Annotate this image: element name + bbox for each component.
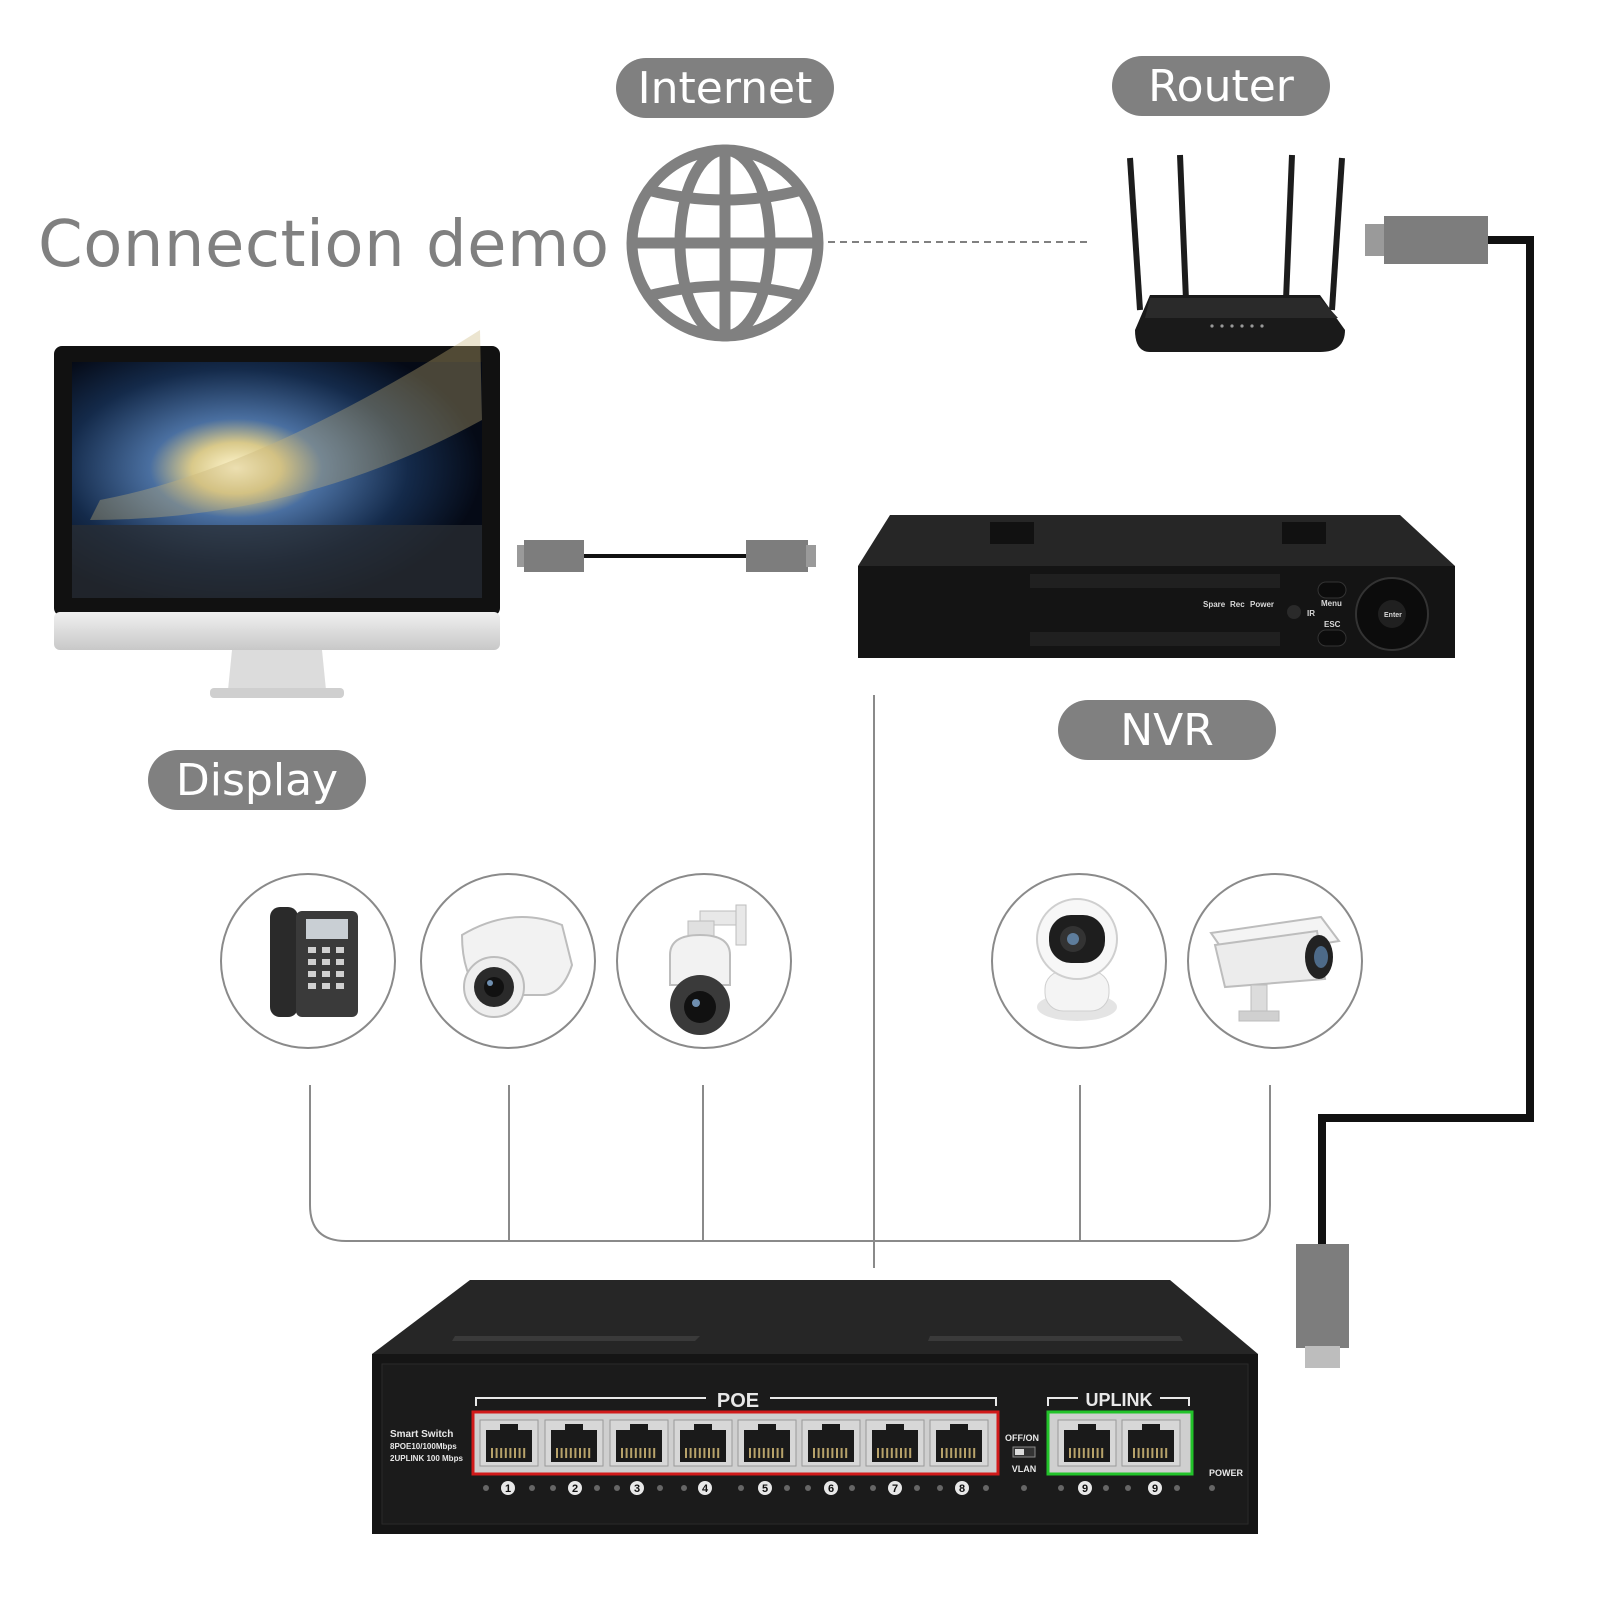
- port-status-led: [738, 1485, 744, 1491]
- port-status-led: [983, 1485, 989, 1491]
- port-status-led: [594, 1485, 600, 1491]
- uplink-cable: [1296, 216, 1534, 1368]
- port-number: 2: [572, 1483, 578, 1495]
- port-status-led: [937, 1485, 943, 1491]
- poe-bracket: [475, 1397, 997, 1406]
- poe-port[interactable]: [479, 1419, 539, 1467]
- bullet-camera-icon: [1209, 915, 1341, 1022]
- router-label: Router: [1112, 56, 1330, 116]
- switch-label-text: Smart Switch 8POE10/100Mbps 2UPLINK 100 …: [390, 1429, 463, 1463]
- ptz-camera-icon: [669, 904, 747, 1035]
- hdmi-cable: [517, 540, 816, 572]
- port-status-led: [1103, 1485, 1109, 1491]
- monitor-icon: [54, 330, 500, 698]
- vlan-top-label: OFF/ON: [1005, 1433, 1039, 1443]
- port-status-led: [681, 1485, 687, 1491]
- switch-port-leds: [483, 1485, 1180, 1491]
- nvr-label: NVR: [1058, 700, 1276, 760]
- port-number: 4: [702, 1483, 709, 1495]
- nvr-led-label: Spare: [1203, 600, 1226, 609]
- poe-port[interactable]: [737, 1419, 797, 1467]
- poe-port[interactable]: [544, 1419, 604, 1467]
- port-number: 3: [634, 1483, 640, 1495]
- port-status-led: [1174, 1485, 1180, 1491]
- device-dome-camera: [420, 873, 596, 1049]
- poe-port[interactable]: [609, 1419, 669, 1467]
- poe-port-numbers: 1 2 3 4 5 6 7 8: [501, 1481, 969, 1495]
- device-indoor-pan-tilt-camera: [991, 873, 1167, 1049]
- nvr-icon: [858, 515, 1455, 658]
- nvr-front-panel-labels: Spare Rec Power IR Menu ESC Enter: [1203, 599, 1402, 629]
- uplink-port[interactable]: [1121, 1419, 1181, 1467]
- port-status-led: [914, 1485, 920, 1491]
- nvr-esc-label: ESC: [1324, 620, 1341, 629]
- port-number: 6: [828, 1483, 834, 1495]
- power-label: POWER: [1209, 1468, 1244, 1478]
- poe-port[interactable]: [801, 1419, 861, 1467]
- port-number: 5: [762, 1483, 768, 1495]
- indoor-camera-icon: [1036, 898, 1118, 1021]
- vlan-bottom-label: VLAN: [1012, 1464, 1037, 1474]
- port-status-led: [529, 1485, 535, 1491]
- device-bullet-camera: [1187, 873, 1363, 1049]
- port-status-led: [483, 1485, 489, 1491]
- port-status-led: [614, 1485, 620, 1491]
- port-status-led: [657, 1485, 663, 1491]
- internet-globe-icon: [626, 144, 824, 342]
- switch-model-line2: 8POE10/100Mbps: [390, 1442, 457, 1451]
- device-ptz-camera: [616, 873, 792, 1049]
- internet-label: Internet: [616, 58, 834, 118]
- switch-model-line1: Smart Switch: [390, 1429, 453, 1440]
- switch-ports: [479, 1419, 1181, 1467]
- port-status-led: [870, 1485, 876, 1491]
- port-number: 7: [892, 1483, 898, 1495]
- uplink-label: UPLINK: [1086, 1390, 1153, 1410]
- vlan-toggle[interactable]: [1012, 1446, 1036, 1458]
- device-bus-lines: [309, 1085, 1271, 1242]
- router-icon: [1127, 154, 1345, 352]
- poe-port[interactable]: [673, 1419, 733, 1467]
- poe-label: POE: [717, 1390, 759, 1412]
- display-label: Display: [148, 750, 366, 810]
- port-status-led: [1058, 1485, 1064, 1491]
- power-led: [1209, 1485, 1215, 1491]
- nvr-ir-label: IR: [1307, 609, 1315, 618]
- uplink-bracket: [1047, 1397, 1190, 1406]
- ip-phone-icon: [270, 907, 358, 1017]
- port-status-led: [1125, 1485, 1131, 1491]
- nvr-led-label: Rec: [1230, 600, 1245, 609]
- nvr-menu-label: Menu: [1321, 599, 1342, 608]
- port-status-led: [550, 1485, 556, 1491]
- nvr-enter-label: Enter: [1384, 612, 1402, 619]
- uplink-port-numbers: 9 9: [1078, 1481, 1162, 1495]
- poe-port[interactable]: [929, 1419, 989, 1467]
- port-status-led: [784, 1485, 790, 1491]
- port-number: 9: [1082, 1483, 1088, 1495]
- port-number: 8: [959, 1483, 965, 1495]
- uplink-port[interactable]: [1057, 1419, 1117, 1467]
- port-number: 1: [505, 1483, 511, 1495]
- device-ip-phone: [220, 873, 396, 1049]
- dome-camera-icon: [460, 916, 574, 1018]
- vlan-led: [1021, 1485, 1027, 1491]
- nvr-led-label: Power: [1250, 600, 1274, 609]
- switch-model-line3: 2UPLINK 100 Mbps: [390, 1454, 463, 1463]
- poe-port[interactable]: [865, 1419, 925, 1467]
- diagram-title: Connection demo: [38, 208, 610, 282]
- port-number: 9: [1152, 1483, 1158, 1495]
- port-status-led: [805, 1485, 811, 1491]
- port-status-led: [849, 1485, 855, 1491]
